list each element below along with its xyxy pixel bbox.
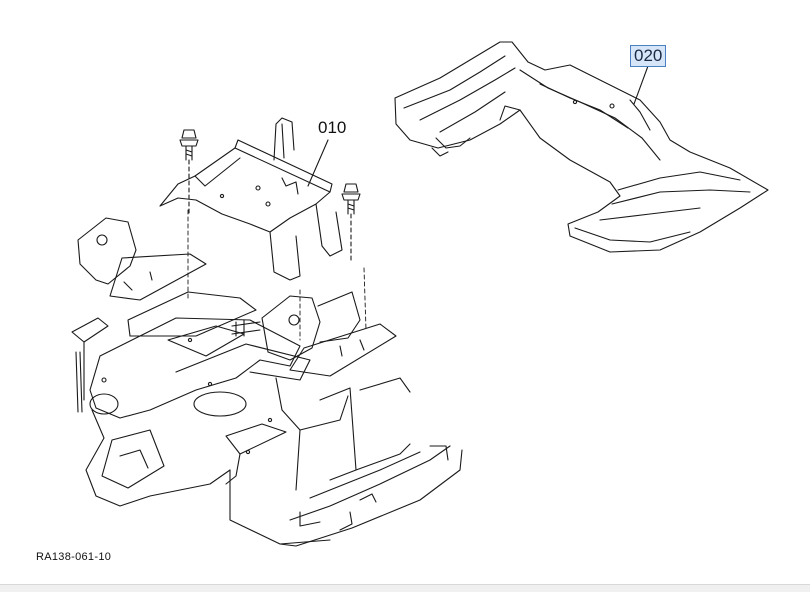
machine-frame-assembly [71,217,463,547]
bottom-scroll-bar [0,584,810,592]
assembly-guide-lines [187,209,367,341]
bolt-left-icon [179,129,199,216]
callout-label-010[interactable]: 010 [318,118,347,137]
callout-label-020-highlighted[interactable]: 020 [630,45,667,67]
parts-exploded-diagram [71,41,769,547]
diagram-reference-code: RA138-061-10 [36,551,112,563]
bracket-plate-part-010[interactable] [159,117,343,281]
bolt-right-icon [341,183,361,263]
floor-cover-part-020[interactable] [394,41,769,253]
